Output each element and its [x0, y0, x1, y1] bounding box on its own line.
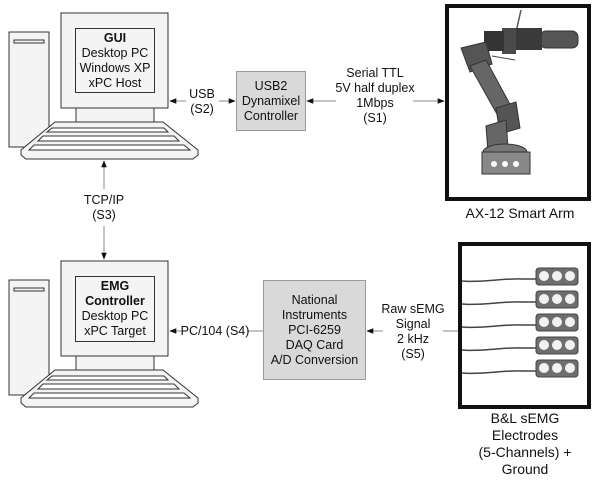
usb2-line: Dynamixel [241, 93, 301, 108]
usb-link-label: USB (S2) [182, 87, 222, 117]
electrodes-caption-line: (5-Channels) + [478, 444, 572, 460]
electrodes-frame [458, 242, 591, 409]
robot-base-hole [513, 161, 519, 167]
robot-arm-caption-text: AX-12 Smart Arm [465, 205, 575, 221]
semg-label-line: Signal [395, 317, 431, 331]
electrode-contact [552, 294, 562, 304]
robot-base-hole [502, 161, 508, 167]
gui-keyboard-row [27, 144, 192, 151]
robot-arm-caption: AX-12 Smart Arm [440, 205, 600, 222]
gui-keyboard-row [45, 127, 170, 133]
gui-monitor-stand [75, 107, 155, 123]
serial-label-line: (S1) [363, 111, 387, 125]
electrode-wire [461, 301, 537, 306]
daq-line: DAQ Card [285, 337, 344, 352]
electrode-wire [461, 347, 537, 352]
daq-card-box: National Instruments PCI-6259 DAQ Card A… [263, 280, 366, 380]
daq-line: National [291, 292, 338, 307]
electrode-contact [565, 294, 575, 304]
semg-label-line: Raw sEMG [381, 302, 445, 316]
robot-arm-frame [445, 4, 591, 201]
electrodes-caption-line: Ground [501, 461, 549, 477]
tcpip-label-line: TCP/IP [83, 193, 125, 207]
robot-base-hole [491, 161, 497, 167]
electrode-contact [565, 340, 575, 350]
robot-shoulder-servo [484, 31, 504, 51]
electrode-contact [552, 340, 562, 350]
emg-tower-slot [13, 287, 45, 292]
electrode-contact [552, 271, 562, 281]
electrode-contact [539, 363, 549, 373]
gui-screen: GUI Desktop PC Windows XP xPC Host [75, 28, 155, 93]
electrodes-caption: B&L sEMG Electrodes (5-Channels) + Groun… [445, 410, 600, 478]
daq-line: PCI-6259 [288, 322, 341, 337]
usb-label-line: (S2) [190, 102, 214, 116]
electrode-contact [539, 317, 549, 327]
electrodes-image [461, 267, 579, 378]
electrode-wire [461, 370, 537, 375]
electrode-contact [565, 363, 575, 373]
serial-label-line: 5V half duplex [335, 81, 415, 95]
gui-line: Windows XP [79, 60, 151, 75]
electrode-contact [552, 317, 562, 327]
emg-keyboard-row [45, 375, 170, 381]
tcpip-link-label: TCP/IP (S3) [78, 193, 130, 223]
daq-line: Instruments [281, 307, 348, 322]
serial-label-line: 1Mbps [356, 96, 394, 110]
electrode-wire [461, 278, 537, 283]
gui-line: xPC Host [88, 75, 142, 90]
robot-cable [491, 55, 516, 61]
pc104-link-label: PC/104 (S4) [180, 324, 250, 339]
electrode-contact [565, 317, 575, 327]
emg-line: Desktop PC [81, 309, 149, 323]
electrode-wire [461, 324, 537, 329]
gui-title: GUI [103, 30, 127, 45]
gui-line: Desktop PC [81, 45, 149, 60]
electrodes-caption-line: B&L sEMG [490, 410, 560, 426]
electrode-contact [565, 271, 575, 281]
electrode-contact [539, 294, 549, 304]
gui-tower [8, 31, 50, 148]
usb2-controller-box: USB2 Dynamixel Controller [236, 71, 306, 131]
emg-tower [8, 279, 50, 396]
robot-wrist [502, 28, 516, 54]
semg-label-line: 2 kHz [397, 332, 429, 346]
gui-keyboard-row [36, 135, 181, 142]
gui-tower-slot [13, 39, 45, 44]
robot-wrist-servo [514, 28, 542, 50]
semg-label-line: (S5) [401, 347, 425, 361]
emg-screen: EMG Controller Desktop PC xPC Target [75, 276, 155, 342]
electrode-contact [552, 363, 562, 373]
pc104-label-line: PC/104 (S4) [180, 324, 250, 338]
semg-link-label: Raw sEMG Signal 2 kHz (S5) [380, 302, 446, 362]
emg-monitor-stand [75, 355, 155, 371]
emg-keyboard-row [36, 383, 181, 390]
emg-title: Controller [85, 294, 145, 308]
usb2-line: USB2 [254, 78, 288, 93]
serial-link-label: Serial TTL 5V half duplex 1Mbps (S1) [330, 66, 420, 126]
daq-line: A/D Conversion [270, 352, 359, 367]
electrodes-caption-line: Electrodes [491, 427, 559, 443]
usb2-line: Controller [243, 108, 299, 123]
serial-label-line: Serial TTL [346, 66, 404, 80]
robot-arm-image [460, 9, 579, 175]
tcpip-label-line: (S3) [92, 208, 116, 222]
electrode-contact [539, 340, 549, 350]
electrode-contact [539, 271, 549, 281]
usb-label-line: USB [189, 87, 215, 101]
emg-line: xPC Target [84, 324, 146, 338]
emg-keyboard-row [27, 392, 192, 399]
emg-title: EMG [100, 279, 130, 293]
